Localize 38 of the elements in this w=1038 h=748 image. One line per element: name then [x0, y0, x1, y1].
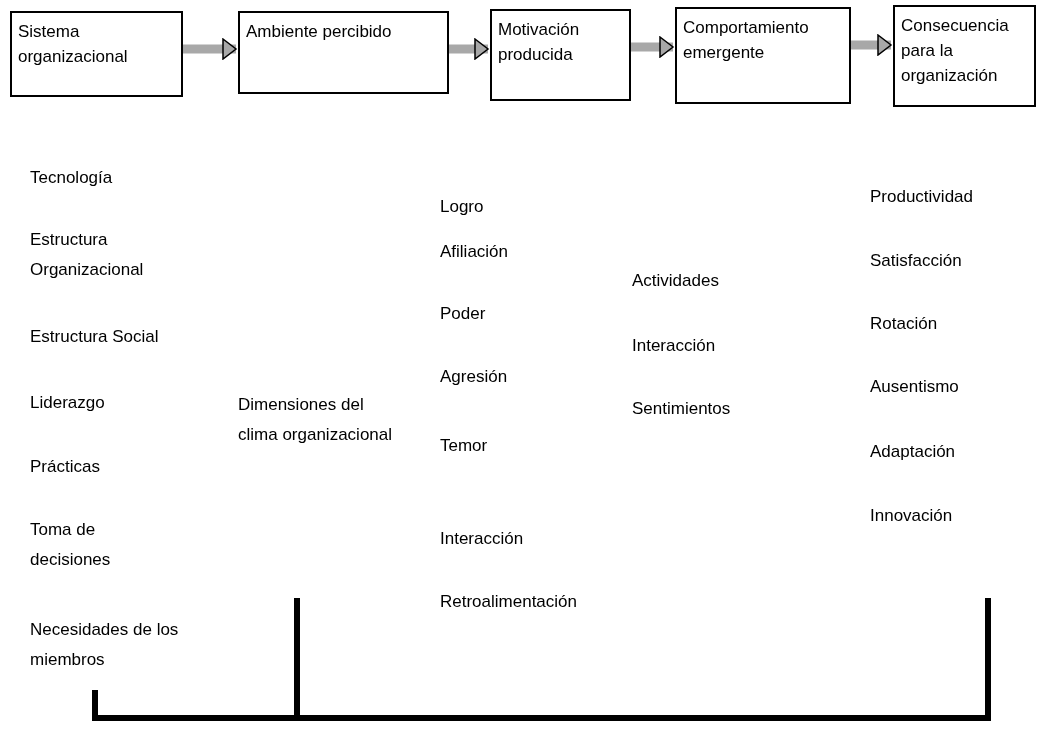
process-box — [893, 5, 1036, 107]
factor-label: Retroalimentación — [440, 591, 578, 613]
factor-label: Tecnología — [30, 167, 114, 189]
factor-label: Productividad — [870, 186, 974, 208]
factor-label: Sentimientos — [632, 398, 732, 420]
box-text: Motivación producida — [498, 19, 581, 66]
factor-label: Ausentismo — [870, 376, 960, 398]
factor-label: Rotación — [870, 313, 939, 335]
block-arrow — [631, 36, 674, 58]
factor-label: Dimensiones del clima organizacional — [238, 394, 394, 446]
factor-label: Adaptación — [870, 441, 957, 463]
factor-label: Necesidades de los miembros — [30, 619, 180, 671]
factor-label: Logro — [440, 196, 485, 218]
process-box — [10, 11, 183, 97]
box-text: Comportamiento emergente — [683, 17, 810, 64]
factor-label: Innovación — [870, 505, 954, 527]
factor-label: Afiliación — [440, 241, 510, 263]
process-box — [490, 9, 631, 101]
factor-label: Actividades — [632, 270, 720, 292]
box-text: Sistema organizacional — [18, 21, 129, 68]
process-box — [238, 11, 449, 94]
factor-label: Interacción — [632, 335, 717, 357]
factor-label: Estructura Organizacional — [30, 229, 145, 281]
factor-label: Estructura Social — [30, 326, 160, 348]
factor-label: Toma de decisiones — [30, 519, 112, 571]
factor-label: Poder — [440, 303, 487, 325]
block-arrow — [449, 38, 489, 60]
factor-label: Agresión — [440, 366, 509, 388]
factor-label: Temor — [440, 435, 489, 457]
box-text: Consecuencia para la organización — [901, 15, 1010, 87]
box-text: Ambiente percibido — [246, 21, 393, 43]
block-arrow — [851, 34, 892, 56]
factor-label: Satisfacción — [870, 250, 963, 272]
factor-label: Interacción — [440, 528, 525, 550]
process-box — [675, 7, 851, 104]
factor-label: Prácticas — [30, 456, 101, 478]
factor-label: Liderazgo — [30, 392, 106, 414]
block-arrow — [183, 38, 237, 60]
